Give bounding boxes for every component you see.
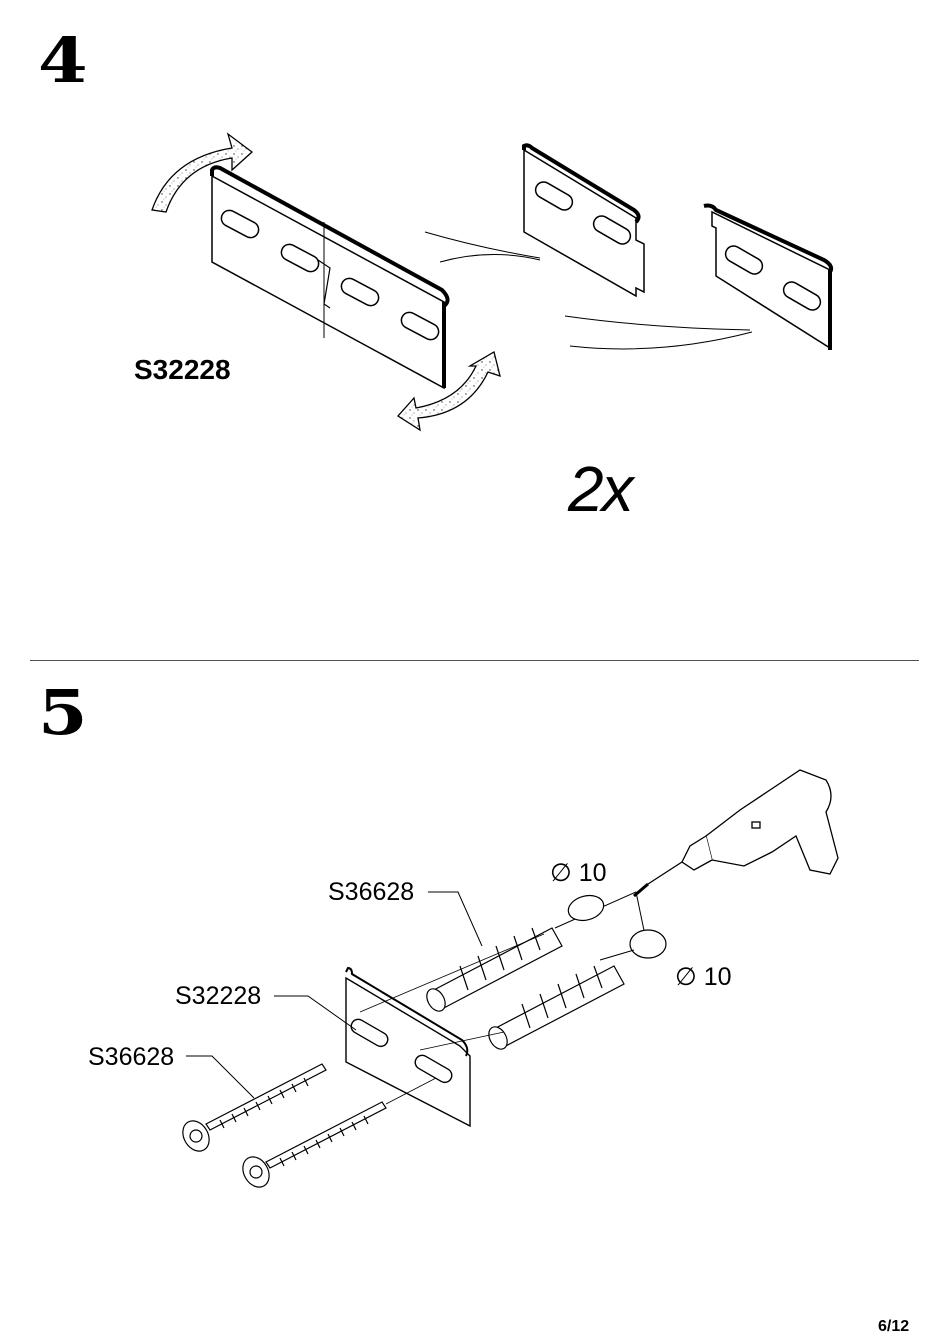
- wall-plug-1: [423, 928, 562, 1014]
- diameter-symbol: ∅: [675, 963, 697, 991]
- screw-1: [178, 1064, 326, 1156]
- section-divider: [30, 660, 919, 661]
- callout-screw-code: S36628: [88, 1043, 174, 1072]
- diameter-symbol: ∅: [550, 859, 572, 887]
- drill-diameter-label-2: ∅ 10: [675, 962, 732, 992]
- callout-wall-plug-code: S36628: [328, 878, 414, 907]
- wall-plug-2: [485, 966, 624, 1052]
- bracket-half-left: [524, 145, 644, 296]
- drill-diameter-label-1: ∅ 10: [550, 858, 607, 888]
- long-bracket: [212, 167, 448, 388]
- step-4-quantity: 2x: [568, 452, 632, 526]
- drill-icon: [634, 770, 838, 896]
- step-4-illustration: [0, 0, 950, 660]
- drill-diameter-value-1: 10: [579, 859, 607, 887]
- drill-hole-1: [566, 892, 607, 924]
- step-5-number: 5: [38, 682, 88, 744]
- wall-bracket: [346, 968, 470, 1126]
- screw-2: [238, 1102, 386, 1192]
- step-4-part-code: S32228: [134, 354, 231, 386]
- page-number: 6/12: [878, 1318, 909, 1336]
- callout-bracket-code: S32228: [175, 982, 261, 1011]
- bracket-half-right: [704, 206, 831, 351]
- drill-hole-2: [630, 930, 666, 958]
- drill-diameter-value-2: 10: [704, 963, 732, 991]
